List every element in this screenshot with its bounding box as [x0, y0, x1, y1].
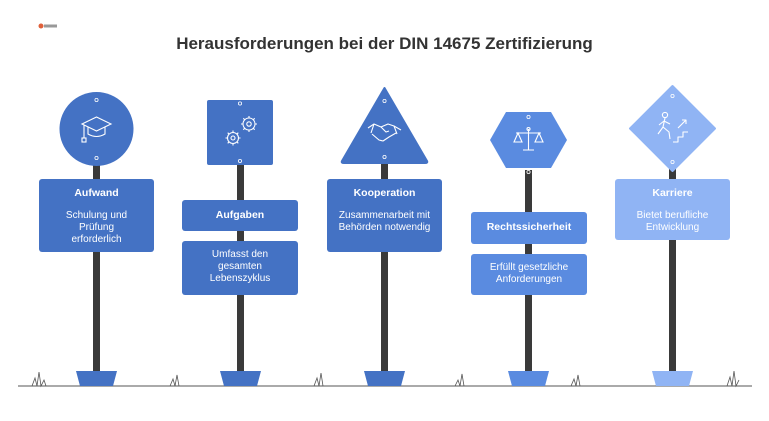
brand-logo [38, 22, 58, 32]
sign-circle-aufwand [59, 92, 134, 166]
base-4 [508, 371, 549, 386]
base-5 [652, 371, 693, 386]
sign-square-aufgaben [207, 100, 273, 165]
poles [93, 140, 676, 374]
description-karriere: Bietet berufliche Entwicklung [636, 210, 709, 233]
scales-icon [513, 126, 544, 151]
box-aufwand: Aufwand Schulung und Prüfung erforderlic… [39, 179, 154, 252]
heading-karriere: Karriere [652, 187, 693, 199]
base-1 [76, 371, 117, 386]
box-aufgaben-heading: Aufgaben [182, 200, 298, 231]
description-rechtssicherheit: Erfüllt gesetzliche Anforderungen [489, 262, 569, 285]
heading-kooperation: Kooperation [353, 187, 416, 199]
box-kooperation: Kooperation Zusammenarbeit mit Behörden … [327, 179, 442, 252]
box-rechtssicherheit-heading: Rechtssicherheit [471, 212, 587, 244]
description-aufgaben: Umfasst den gesamten Lebenszyklus [209, 249, 271, 284]
sign-diamond-karriere [629, 85, 716, 172]
gears-icon [225, 116, 257, 146]
heading-aufwand: Aufwand [74, 187, 119, 199]
base-2 [220, 371, 261, 386]
page-title: Herausforderungen bei der DIN 14675 Zert… [176, 34, 593, 53]
pole-bases [76, 371, 693, 386]
description-kooperation: Zusammenarbeit mit Behörden notwendig [338, 210, 431, 233]
sign-triangle-kooperation [340, 87, 429, 164]
heading-rechtssicherheit: Rechtssicherheit [486, 221, 572, 233]
career-stairs-icon [657, 111, 688, 143]
handshake-icon [367, 123, 402, 142]
graduation-cap-icon [80, 116, 113, 143]
box-aufgaben-desc: Umfasst den gesamten Lebenszyklus [182, 241, 298, 295]
box-rechtssicherheit-desc: Erfüllt gesetzliche Anforderungen [471, 254, 587, 295]
base-3 [364, 371, 405, 386]
sign-hexagon-rechtssicherheit [490, 112, 567, 174]
heading-aufgaben: Aufgaben [215, 209, 265, 221]
pole-5 [669, 140, 676, 374]
pole-1 [93, 160, 100, 374]
box-karriere: Karriere Bietet berufliche Entwicklung [615, 179, 730, 240]
pole-3 [381, 160, 388, 374]
description-aufwand: Schulung und Prüfung erforderlich [65, 210, 128, 245]
grass-tufts [31, 370, 740, 388]
